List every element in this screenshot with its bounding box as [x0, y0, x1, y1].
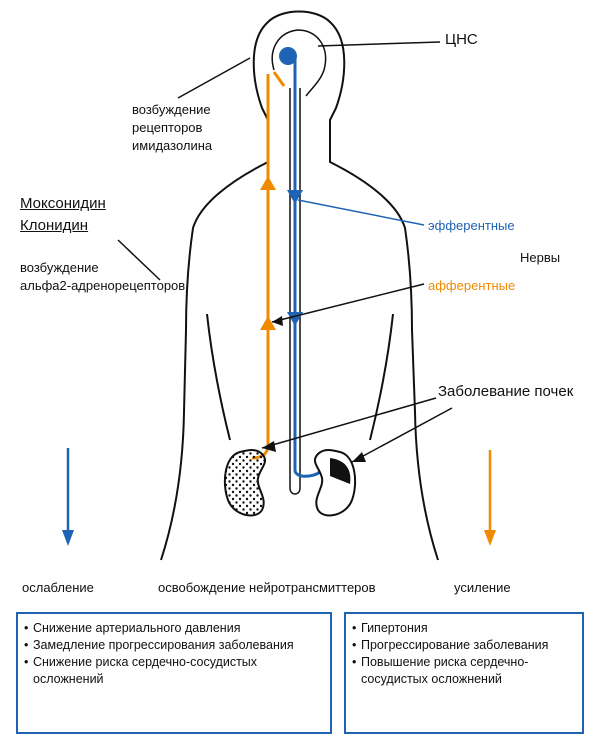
- benefit-item: Снижение артериального давления: [24, 620, 324, 637]
- kidney-pointer-left: [262, 398, 436, 448]
- arm-line-left: [207, 314, 230, 440]
- drug-moxonidine: Моксонидин: [20, 196, 106, 212]
- risk-item: Гипертония: [352, 620, 576, 637]
- kidney-disease-label: Заболевание почек: [438, 384, 573, 400]
- kidney-pointer-right: [352, 408, 452, 462]
- arm-line-right: [370, 314, 393, 440]
- afferent-arrow-2: [260, 316, 276, 330]
- strengthening-arrow-head: [484, 530, 496, 546]
- efferent-label: эфферентные: [428, 218, 515, 234]
- kidney-left: [225, 450, 265, 515]
- cns-pointer: [318, 42, 440, 46]
- risk-item: Повышение риска сердечно-сосудистых осло…: [352, 654, 576, 688]
- cns-label: ЦНС: [445, 32, 478, 48]
- weakening-arrow-head: [62, 530, 74, 546]
- release-label: освобождение нейротрансмиттеров: [158, 580, 376, 596]
- benefit-item: Замедление прогрессирования заболевания: [24, 637, 324, 654]
- imidazoline-label-line2: рецепторов: [132, 120, 202, 136]
- alpha-label-line2: альфа2-адренорецепторов: [20, 278, 185, 294]
- imidazoline-pointer: [178, 58, 250, 98]
- alpha-pointer: [118, 240, 160, 280]
- benefits-box: Снижение артериального давления Замедлен…: [16, 612, 332, 734]
- afferent-nerve: [252, 72, 284, 458]
- risk-item: Прогрессирование заболевания: [352, 637, 576, 654]
- benefit-item: Снижение риска сердечно-сосудистых ослож…: [24, 654, 324, 688]
- kidney-pointer-right-head: [352, 452, 366, 462]
- afferent-arrow-1: [260, 176, 276, 190]
- strengthening-label: усиление: [454, 580, 511, 596]
- imidazoline-label-line1: возбуждение: [132, 102, 211, 118]
- nerves-label: Нервы: [520, 250, 560, 266]
- imidazoline-label-line3: имидазолина: [132, 138, 212, 154]
- drug-clonidine: Клонидин: [20, 218, 88, 234]
- risks-box: Гипертония Прогрессирование заболевания …: [344, 612, 584, 734]
- afferent-label: афферентные: [428, 278, 515, 294]
- alpha-label-line1: возбуждение: [20, 260, 99, 276]
- efferent-pointer: [298, 200, 424, 225]
- brain-outline: [272, 30, 325, 96]
- weakening-label: ослабление: [22, 580, 94, 596]
